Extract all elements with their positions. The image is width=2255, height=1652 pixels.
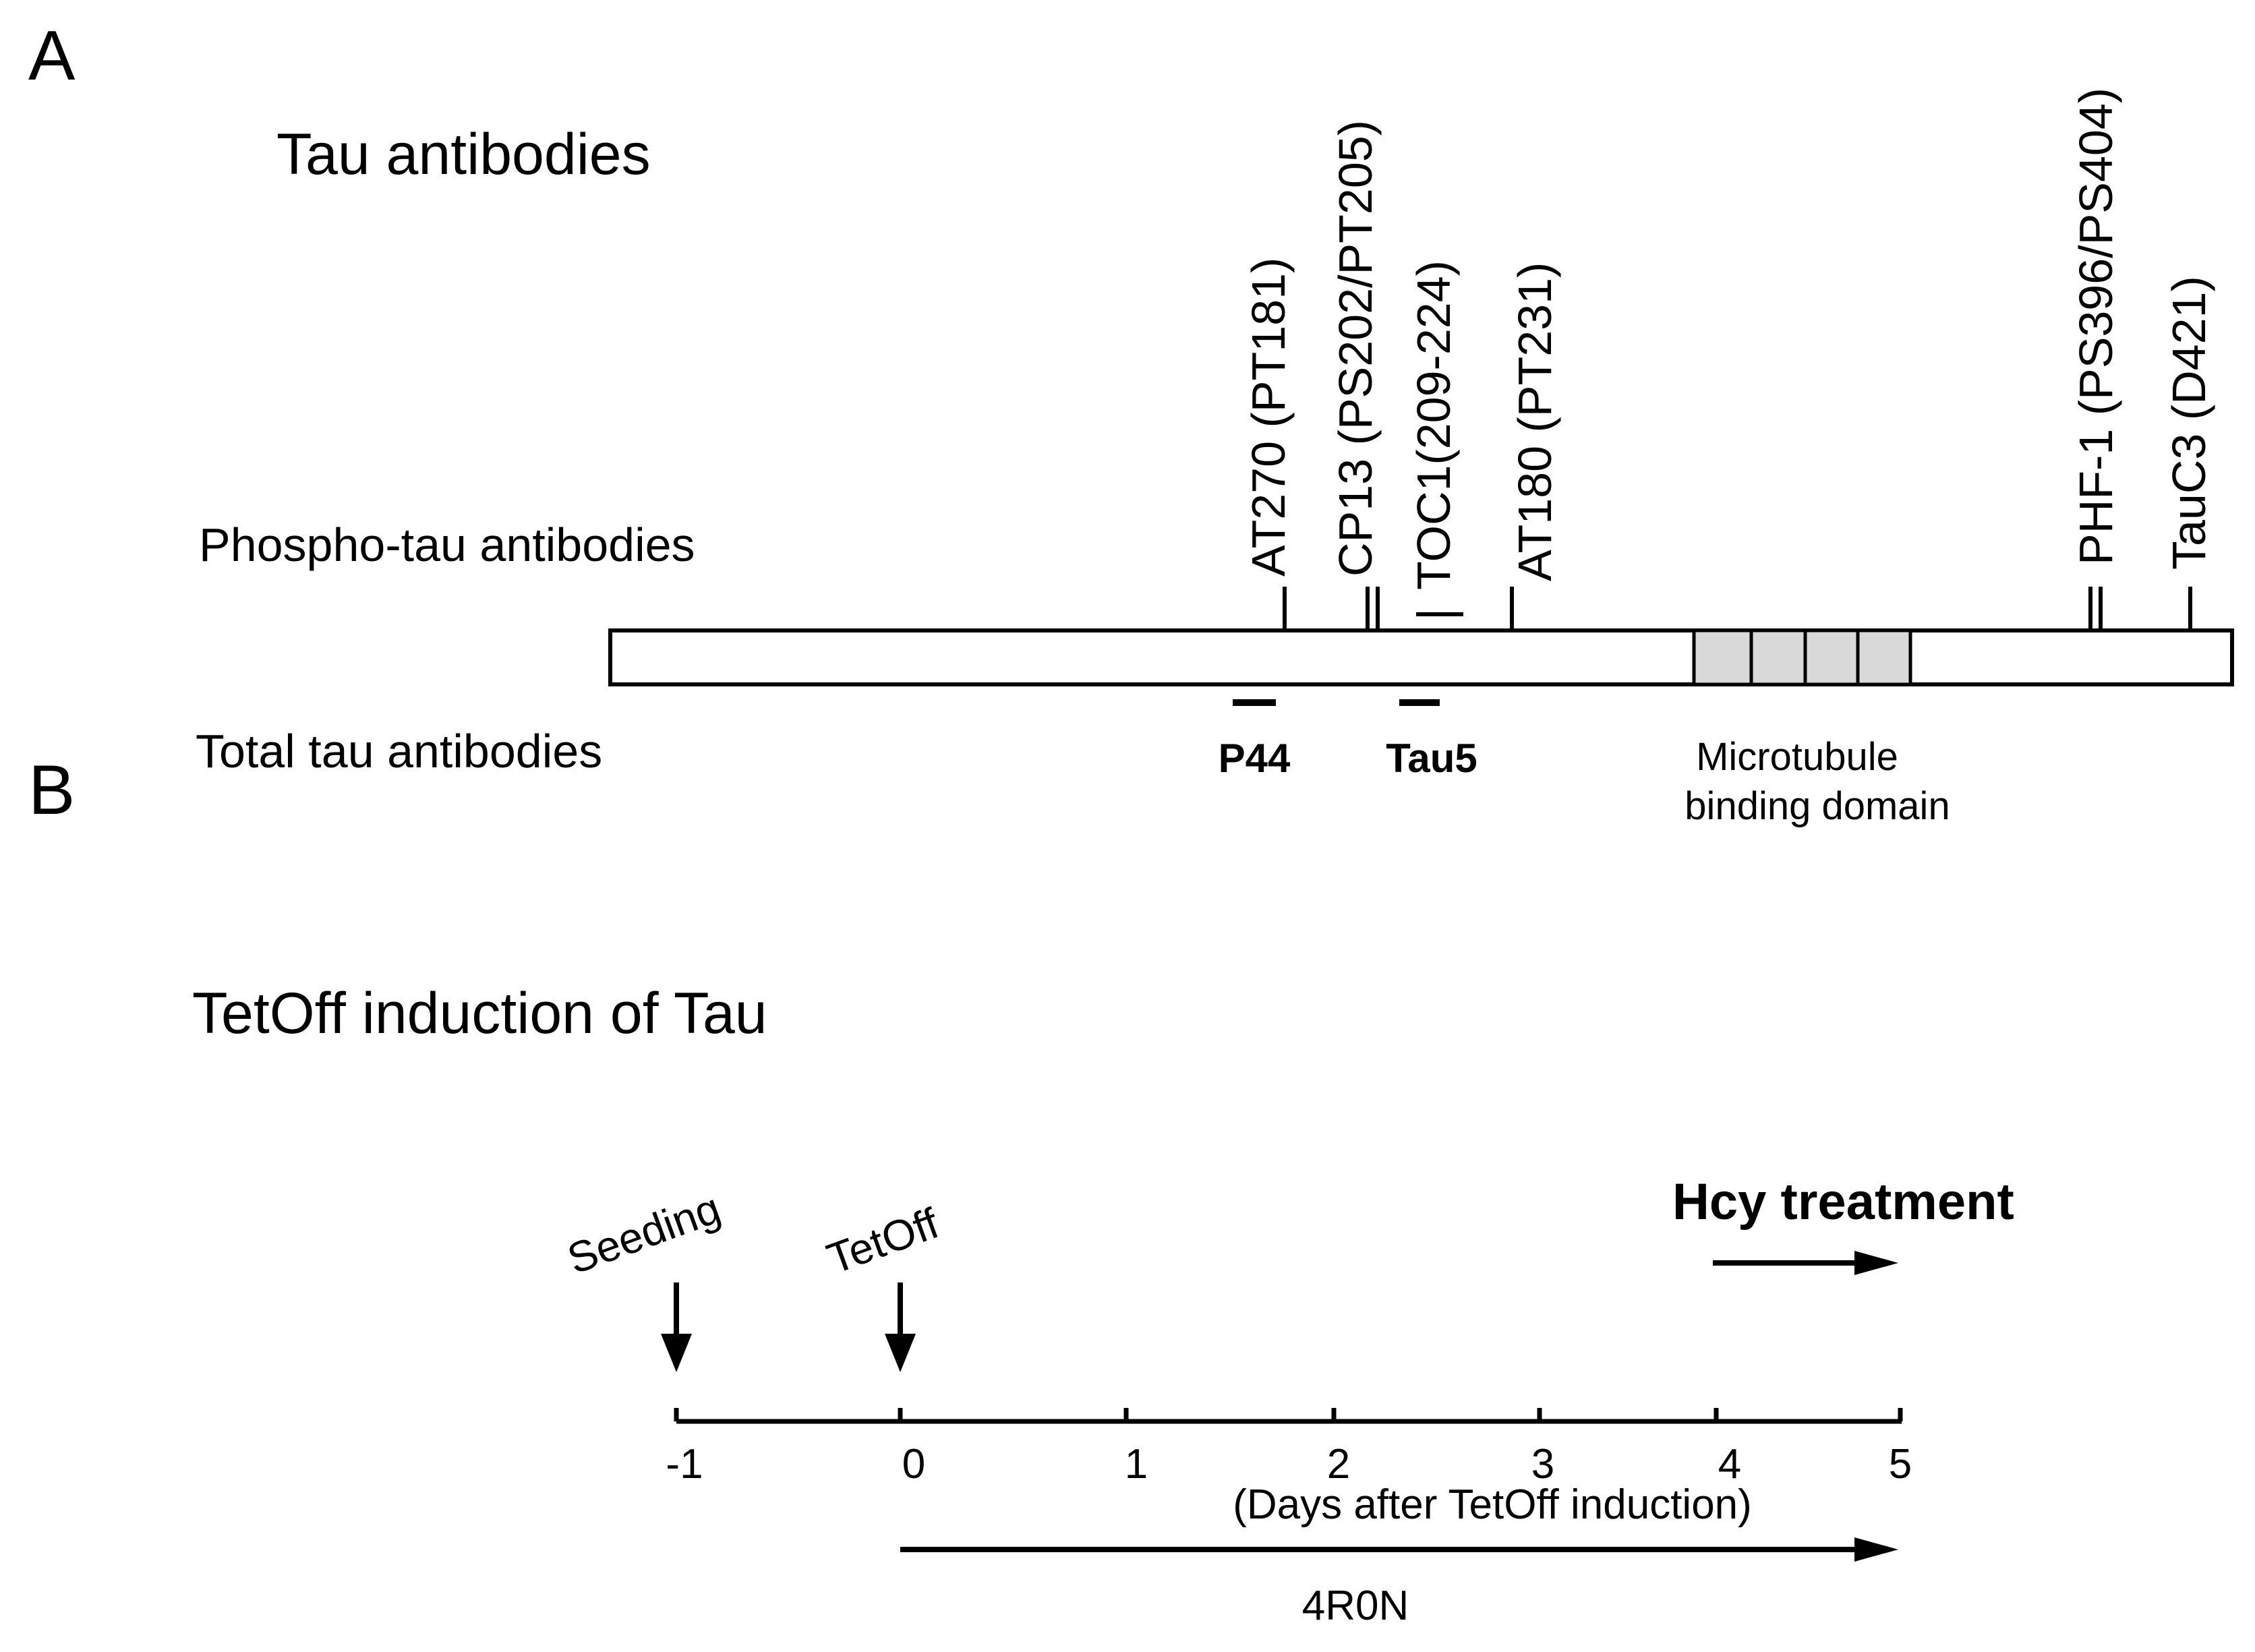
microtubule-binding-domain (1692, 628, 1912, 686)
panel-b-title: TetOff induction of Tau (192, 981, 767, 1046)
tetoff-arrowhead-icon (885, 1334, 916, 1372)
panel-a-title: Tau antibodies (276, 122, 651, 187)
domain-label-line1: Microtubule (1696, 735, 1898, 779)
seeding-arrowhead-icon (661, 1334, 692, 1372)
timeline-axis (674, 1408, 1903, 1424)
tick-label-2: 2 (1327, 1441, 1350, 1487)
domain-label-line2: binding domain (1685, 784, 1950, 828)
label-at180: AT180 (PT231) (1509, 262, 1561, 581)
tick-label-4: 4 (1718, 1441, 1741, 1487)
panel-a: A Tau antibodies Phospho-tau antibodies … (28, 17, 2234, 828)
label-tau5: Tau5 (1386, 736, 1477, 781)
axis-tick-labels: -1 0 1 2 3 4 5 (666, 1441, 1912, 1487)
tick-label-1: 1 (1125, 1441, 1148, 1487)
event-seeding-label: Seeding (561, 1183, 726, 1283)
phospho-tau-label: Phospho-tau antibodies (199, 519, 695, 571)
event-arrows (661, 1282, 916, 1372)
tick-label-3: 3 (1531, 1441, 1554, 1487)
tick-label-0: 0 (902, 1441, 925, 1487)
label-cp13: CP13 (PS202/PT205) (1329, 120, 1382, 577)
hcy-treatment-label: Hcy treatment (1672, 1173, 2014, 1231)
tau-protein-bar (608, 628, 2234, 686)
hcy-arrowhead-icon (1854, 1251, 1898, 1275)
phospho-epitope-ticks (1283, 587, 2192, 630)
panel-a-label: A (28, 17, 76, 95)
label-p44: P44 (1219, 736, 1291, 781)
repeat-r1 (1692, 628, 1753, 686)
panel-b-label: B (28, 751, 75, 829)
repeat-r2 (1749, 628, 1807, 686)
tick-label-5: 5 (1889, 1441, 1912, 1487)
construct-arrowhead-icon (1854, 1537, 1898, 1562)
label-phf1: PHF-1 (PS396/PS404) (2070, 88, 2122, 565)
event-tetoff-label: TetOff (821, 1198, 945, 1283)
repeat-r4 (1856, 628, 1912, 686)
label-at270: AT270 (PT181) (1242, 258, 1295, 577)
panel-b: B TetOff induction of Tau Seeding TetOff… (28, 751, 2014, 1629)
label-tauc3: TauC3 (D421) (2163, 276, 2215, 570)
axis-caption: (Days after TetOff induction) (1233, 1481, 1752, 1528)
tick-label-m1: -1 (666, 1441, 703, 1487)
repeat-r3 (1803, 628, 1860, 686)
total-tau-label: Total tau antibodies (196, 725, 602, 777)
label-toc1: TOC1(209-224) (1407, 260, 1460, 590)
phospho-antibody-labels: AT270 (PT181) CP13 (PS202/PT205) TOC1(20… (1242, 88, 2215, 590)
construct-label: 4R0N (1302, 1583, 1409, 1629)
